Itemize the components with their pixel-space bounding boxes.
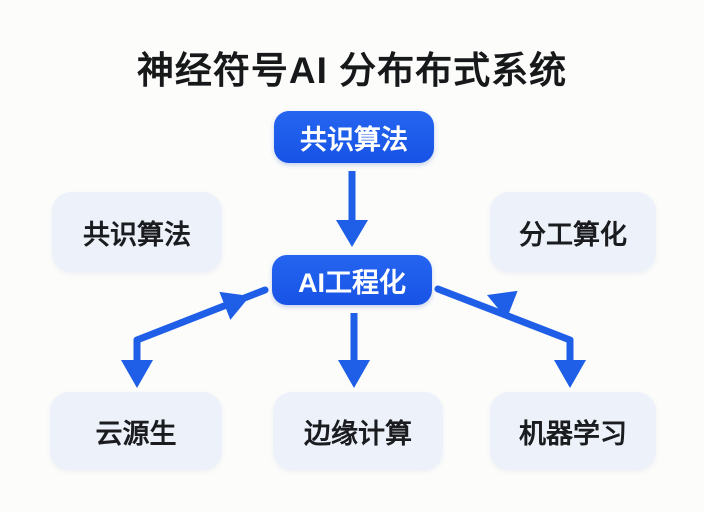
node-edge-computing[interactable]: 边缘计算 (273, 392, 443, 470)
node-ai-engineering[interactable]: AI工程化 (272, 255, 432, 305)
arrow-center-to-bottom-right (434, 285, 586, 388)
node-division-computation[interactable]: 分工算化 (490, 192, 656, 272)
node-consensus-algorithm-left[interactable]: 共识算法 (52, 192, 222, 272)
arrow-center-to-bottom-left (121, 286, 269, 388)
node-cloud-native[interactable]: 云源生 (50, 392, 222, 470)
node-machine-learning[interactable]: 机器学习 (490, 392, 656, 470)
arrow-center-to-bottom-center (338, 313, 370, 388)
arrow-top-to-center (336, 171, 368, 247)
node-consensus-algorithm-top[interactable]: 共识算法 (274, 111, 434, 163)
page-title: 神经符号AI 分布布式系统 (136, 50, 568, 91)
